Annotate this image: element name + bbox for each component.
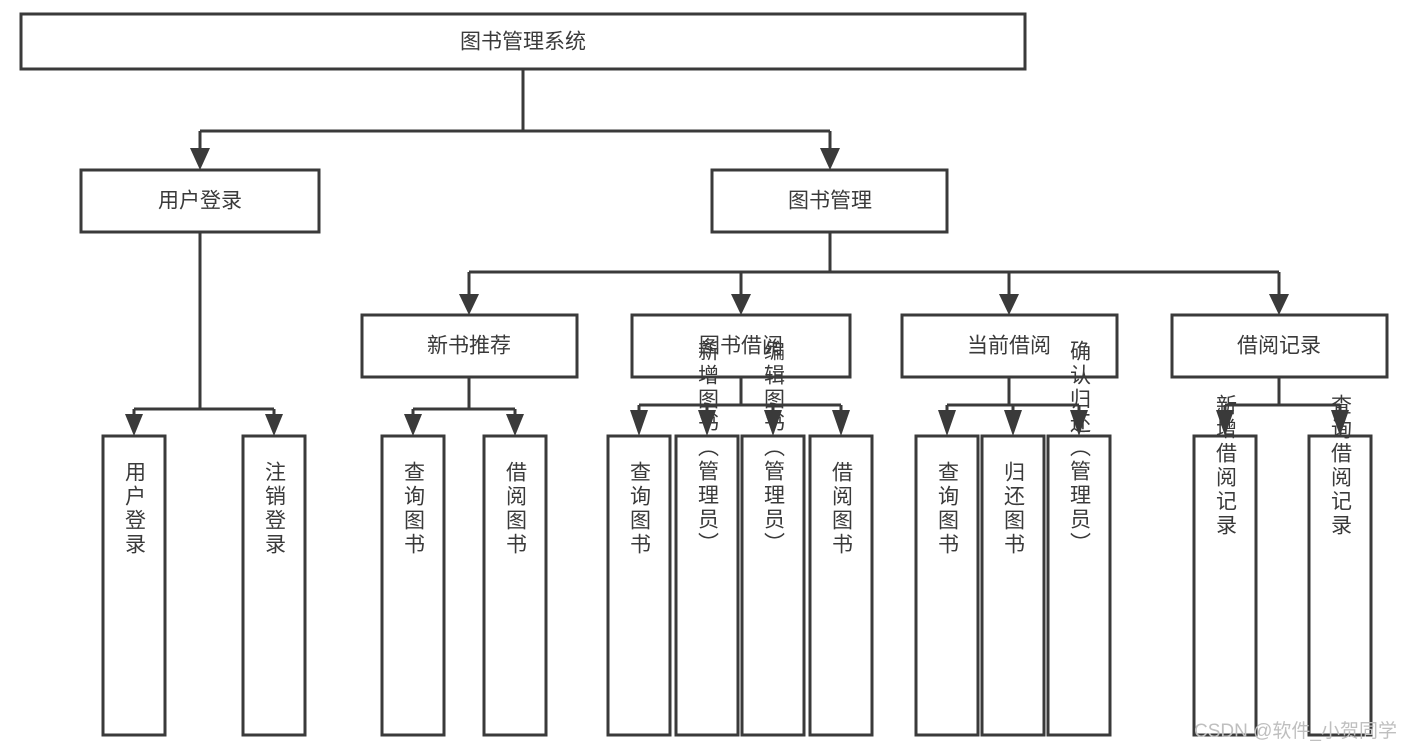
node-leaf-return-book-box[interactable] (980, 434, 1046, 737)
connector-group-borrow-record-to-leaves (1216, 377, 1349, 436)
arrowhead-new-book-recommend (459, 294, 479, 315)
connector-group-new-book-recommend-to-leaves (404, 377, 524, 436)
node-leaf-return-book[interactable]: 归还图书 (980, 434, 1046, 737)
node-leaf-borrow-book-1[interactable]: 借阅图书 (482, 434, 548, 737)
node-leaf-borrow-book-2-label: 借阅图书 (830, 461, 854, 557)
node-leaf-borrow-book-1-box[interactable] (482, 434, 548, 737)
node-leaf-borrow-book-2-box[interactable] (808, 434, 874, 737)
node-leaf-logout[interactable]: 注销登录 (241, 434, 307, 737)
arrowhead-leaf-borrow-book-1 (506, 414, 524, 436)
node-root-label: 图书管理系统 (460, 31, 586, 54)
connector-group-book-manage-to-level3 (459, 232, 1289, 315)
node-book-manage-label: 图书管理 (788, 190, 872, 213)
node-borrow-record[interactable]: 借阅记录 (1170, 313, 1389, 379)
node-root-box[interactable] (19, 12, 1027, 71)
node-book-borrow-label: 图书借阅 (699, 335, 783, 358)
node-leaf-query-book-3-label: 查询图书 (936, 461, 960, 557)
node-leaf-query-record-label: 查询借阅记录 (1329, 394, 1353, 538)
node-leaf-add-book[interactable]: 新增图书（管理员） (674, 340, 740, 737)
node-leaf-user-login-box[interactable] (101, 434, 167, 737)
arrowhead-leaf-add-record (1216, 410, 1234, 436)
node-leaf-user-login[interactable]: 用户登录 (101, 434, 167, 737)
arrowhead-leaf-confirm-return (1070, 410, 1088, 436)
node-leaf-confirm-return[interactable]: 确认归还（管理员） (1046, 340, 1112, 737)
node-leaf-add-book-label: 新增图书（管理员） (696, 340, 720, 556)
node-book-manage-box[interactable] (710, 168, 949, 234)
node-leaf-add-record-label: 新增借阅记录 (1214, 394, 1238, 538)
node-leaf-add-book-box[interactable] (674, 434, 740, 737)
arrowhead-leaf-query-book-1 (404, 414, 422, 436)
node-new-book-recommend[interactable]: 新书推荐 (360, 313, 579, 379)
node-leaf-add-record-box[interactable] (1192, 434, 1258, 737)
node-leaf-borrow-book-1-label: 借阅图书 (504, 461, 528, 557)
arrowhead-current-borrow (999, 294, 1019, 315)
node-leaf-query-record[interactable]: 查询借阅记录 (1307, 394, 1373, 737)
node-leaf-logout-box[interactable] (241, 434, 307, 737)
arrowhead-leaf-add-book (698, 410, 716, 436)
arrowhead-leaf-query-record (1331, 410, 1349, 436)
node-leaf-query-book-1-label: 查询图书 (402, 461, 426, 557)
node-leaf-query-book-3[interactable]: 查询图书 (914, 434, 980, 737)
node-borrow-record-label: 借阅记录 (1237, 335, 1321, 358)
arrowhead-leaf-borrow-book-2 (832, 410, 850, 436)
node-leaf-query-book-1-box[interactable] (380, 434, 446, 737)
node-leaf-confirm-return-box[interactable] (1046, 434, 1112, 737)
node-user-login[interactable]: 用户登录 (79, 168, 321, 234)
node-leaf-return-book-label: 归还图书 (1002, 461, 1026, 557)
node-leaf-query-book-2-label: 查询图书 (628, 461, 652, 557)
connector-group-root-to-level2 (190, 69, 840, 170)
node-leaf-query-book-2-box[interactable] (606, 434, 672, 737)
connector-group-user-login-to-leaves (125, 232, 283, 436)
node-leaf-edit-book-label: 编辑图书（管理员） (762, 340, 786, 556)
arrowhead-book-manage (820, 148, 840, 170)
node-new-book-recommend-label: 新书推荐 (427, 335, 511, 358)
node-user-login-box[interactable] (79, 168, 321, 234)
node-leaf-edit-book[interactable]: 编辑图书（管理员） (740, 340, 806, 737)
node-leaf-confirm-return-label: 确认归还（管理员） (1068, 340, 1092, 556)
node-leaf-query-book-3-box[interactable] (914, 434, 980, 737)
node-current-borrow-box[interactable] (900, 313, 1119, 379)
arrowhead-borrow-record (1269, 294, 1289, 315)
node-leaf-user-login-label: 用户登录 (123, 461, 147, 557)
node-leaf-query-book-2[interactable]: 查询图书 (606, 434, 672, 737)
arrowhead-leaf-logout (265, 414, 283, 436)
node-root[interactable]: 图书管理系统 (19, 12, 1027, 71)
node-leaf-borrow-book-2[interactable]: 借阅图书 (808, 434, 874, 737)
connector-group-book-borrow-to-leaves (630, 377, 850, 436)
node-book-borrow[interactable]: 图书借阅 (630, 313, 852, 379)
connector-group-current-borrow-to-leaves (938, 377, 1088, 436)
node-book-manage[interactable]: 图书管理 (710, 168, 949, 234)
node-leaf-add-record[interactable]: 新增借阅记录 (1192, 394, 1258, 737)
arrowhead-leaf-user-login (125, 414, 143, 436)
arrowhead-user-login (190, 148, 210, 170)
node-leaf-query-book-1[interactable]: 查询图书 (380, 434, 446, 737)
node-leaf-query-record-box[interactable] (1307, 434, 1373, 737)
arrowhead-leaf-query-book-2 (630, 410, 648, 436)
arrowhead-leaf-edit-book (764, 410, 782, 436)
node-book-borrow-box[interactable] (630, 313, 852, 379)
node-new-book-recommend-box[interactable] (360, 313, 579, 379)
node-current-borrow-label: 当前借阅 (967, 335, 1051, 358)
node-leaf-edit-book-box[interactable] (740, 434, 806, 737)
node-leaf-logout-label: 注销登录 (263, 461, 287, 557)
node-borrow-record-box[interactable] (1170, 313, 1389, 379)
arrowhead-leaf-return-book (1004, 410, 1022, 436)
node-user-login-label: 用户登录 (158, 190, 242, 213)
node-current-borrow[interactable]: 当前借阅 (900, 313, 1119, 379)
arrowhead-leaf-query-book-3 (938, 410, 956, 436)
arrowhead-book-borrow (731, 294, 751, 315)
